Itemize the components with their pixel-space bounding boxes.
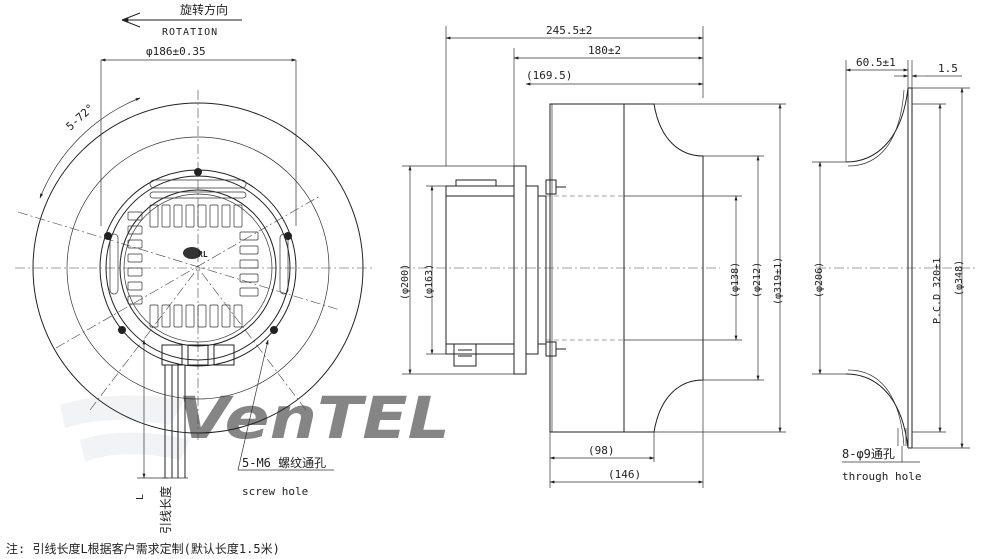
screw-hole-cn: 5-M6 螺纹通孔 xyxy=(242,456,326,470)
side-view: 245.5±2 180±2 (169.5) xyxy=(400,24,786,488)
dim-dia-200: (φ200) xyxy=(400,165,514,375)
footnote: 注: 引线长度L根据客户需求定制(默认长度1.5米) xyxy=(6,541,280,556)
ring-holes-callout: 8-φ9通孔 through hole xyxy=(842,428,921,483)
dim-dia-163: (φ163) xyxy=(424,185,446,355)
dim-dia-138: (φ138) xyxy=(624,195,742,341)
rotation-label-cn: 旋转方向 xyxy=(180,2,228,17)
svg-text:RL: RL xyxy=(198,250,208,259)
dim-length-169-label: (169.5) xyxy=(526,69,572,82)
dim-length-98: (98) xyxy=(549,432,655,488)
rotation-label-en: ROTATION xyxy=(162,27,218,38)
dim-dia-319: (φ319±1) xyxy=(654,103,786,433)
front-view: 旋转方向 ROTATION φ186±0.35 5-72° xyxy=(15,2,372,534)
dim-dia-163-label: (φ163) xyxy=(424,264,435,300)
brand-logo: RL xyxy=(183,247,208,259)
dim-dia-200-label: (φ200) xyxy=(400,264,411,300)
dim-ring-thickness-label: 1.5 xyxy=(938,62,958,75)
dim-ring-348: (φ348) xyxy=(912,87,970,449)
cable-leads xyxy=(161,344,235,479)
dim-length-146-label: (146) xyxy=(608,468,641,481)
watermark-text: VenTEL xyxy=(178,384,450,452)
dim-ring-206-label: (φ206) xyxy=(814,262,825,298)
ring-holes-cn: 8-φ9通孔 xyxy=(842,447,895,461)
dim-ring-348-label: (φ348) xyxy=(954,260,965,296)
dim-lead-length: L 引线长度 xyxy=(135,339,173,534)
screw-hole-callout: 5-M6 螺纹通孔 screw hole xyxy=(237,339,334,498)
dim-dia-212: (φ212) xyxy=(703,155,764,381)
dim-ring-pcd: P.C.D 320±1 xyxy=(912,103,946,433)
dim-dia-319-label: (φ319±1) xyxy=(773,257,784,305)
inlet-ring-view: 60.5±1 1.5 (φ206) P.C.D 320±1 (φ348) xyxy=(812,56,975,483)
dim-ring-206: (φ206) xyxy=(812,161,846,375)
lead-length-symbol: L xyxy=(135,494,146,500)
mounting-holes xyxy=(104,168,292,334)
rotation-indicator: 旋转方向 ROTATION xyxy=(121,2,242,38)
dim-length-98-label: (98) xyxy=(588,444,615,457)
dim-overall-length-label: 245.5±2 xyxy=(546,24,592,37)
dim-length-180-label: 180±2 xyxy=(588,44,621,57)
dim-angle: 5-72° xyxy=(39,97,141,199)
dim-ring-thickness: 1.5 xyxy=(894,60,962,88)
dim-ring-depth-label: 60.5±1 xyxy=(856,56,896,69)
dim-186: φ186±0.35 xyxy=(100,45,297,226)
dim-186-label: φ186±0.35 xyxy=(146,45,206,58)
dim-ring-depth: 60.5±1 xyxy=(845,56,909,162)
lead-length-label: 引线长度 xyxy=(158,486,173,534)
screw-hole-en: screw hole xyxy=(242,485,308,498)
dim-angle-label: 5-72° xyxy=(64,101,97,133)
dim-dia-212-label: (φ212) xyxy=(752,262,763,298)
dim-length-180: 180±2 xyxy=(513,44,704,166)
ring-holes-en: through hole xyxy=(842,470,921,483)
dim-dia-138-label: (φ138) xyxy=(730,262,741,298)
dim-overall-length: 245.5±2 xyxy=(445,24,704,166)
watermark: VenTEL xyxy=(60,384,450,462)
dim-ring-pcd-label: P.C.D 320±1 xyxy=(932,258,943,324)
dim-length-169: (169.5) xyxy=(525,69,704,86)
dim-length-146: (146) xyxy=(549,380,704,488)
